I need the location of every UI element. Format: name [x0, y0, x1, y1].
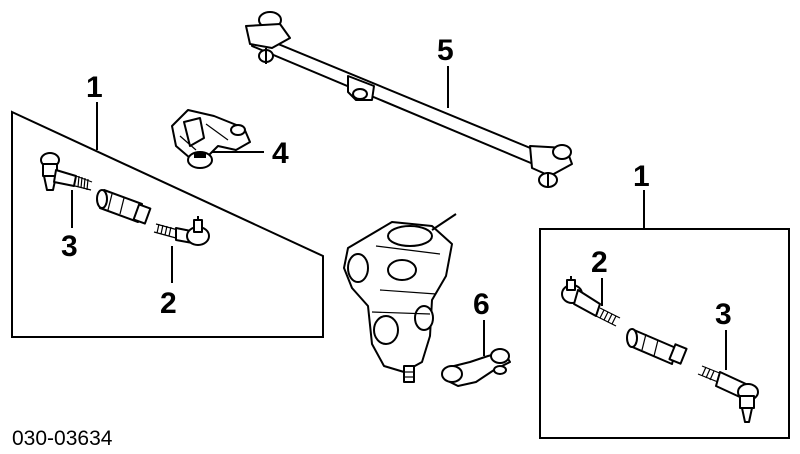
adjusting-sleeve-right [626, 328, 688, 365]
pitman-arm: 6 [441, 288, 511, 387]
callout-1-left: 1 [86, 71, 103, 104]
callout-4: 4 [272, 137, 289, 170]
callout-6: 6 [473, 288, 490, 321]
left-assembly-outline [11, 110, 324, 338]
right-tie-rod-assembly: 1 2 [539, 160, 790, 439]
inner-tie-rod-end-left [153, 216, 210, 246]
callout-1-right: 1 [633, 160, 650, 193]
callout-2-right: 2 [591, 246, 608, 279]
steering-gear-box [343, 213, 457, 383]
outer-tie-rod-end-left [40, 152, 93, 191]
right-assembly-outline [539, 228, 790, 439]
callout-3-left: 3 [61, 230, 78, 263]
center-link: 5 [245, 11, 573, 188]
adjusting-sleeve-left [96, 189, 152, 225]
callout-5: 5 [437, 34, 454, 67]
outer-tie-rod-end-right [697, 365, 759, 423]
left-tie-rod-assembly: 1 3 [11, 71, 324, 338]
idler-arm: 4 [171, 109, 289, 170]
callout-3-right: 3 [715, 298, 732, 331]
inner-tie-rod-end-right [561, 276, 621, 327]
diagram-id: 030-03634 [12, 427, 113, 450]
callout-2-left: 2 [160, 287, 177, 320]
